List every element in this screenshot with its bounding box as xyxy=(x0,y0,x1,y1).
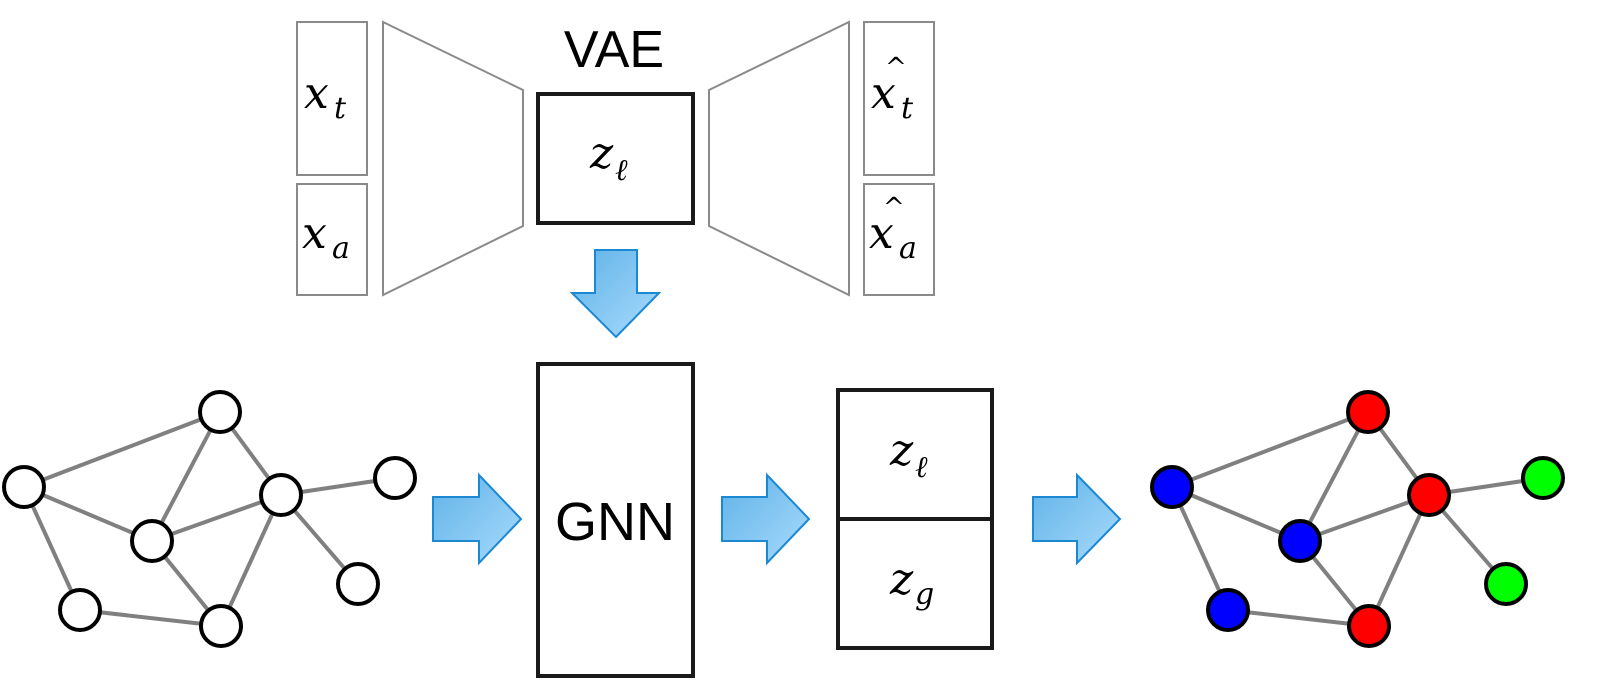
svg-text:x: x xyxy=(302,208,327,259)
embedding-label-zl: z ℓ xyxy=(889,425,928,485)
input-graph-node-unlabeled xyxy=(336,562,380,606)
output-label-xa-hat: x a ^ xyxy=(869,193,917,266)
input-graph-edge xyxy=(22,485,82,612)
output-graph-node-blue xyxy=(1206,588,1250,632)
input-graph-edge xyxy=(22,485,154,543)
output-graph-edge xyxy=(1298,410,1370,543)
input-box-audio xyxy=(296,183,368,296)
input-graph-edge xyxy=(150,410,222,543)
input-graph-node-unlabeled xyxy=(199,604,243,648)
svg-text:z: z xyxy=(889,425,914,476)
input-graph-node-unlabeled xyxy=(130,519,174,563)
embedding-block: z ℓ z g xyxy=(836,388,994,650)
input-label-xt: x t xyxy=(304,68,347,126)
svg-text:a: a xyxy=(332,231,350,266)
hat-accent: ^ xyxy=(885,53,907,83)
gnn-box xyxy=(536,362,695,678)
right-arrow-icon xyxy=(1032,472,1122,566)
output-graph xyxy=(1150,390,1565,648)
input-graph-node-unlabeled xyxy=(2,465,46,509)
input-graph-node-unlabeled xyxy=(58,588,102,632)
svg-text:ℓ: ℓ xyxy=(615,153,628,188)
input-graph-node-unlabeled xyxy=(373,456,417,500)
output-graph-node-blue xyxy=(1278,519,1322,563)
output-box-text xyxy=(863,21,935,176)
svg-text:t: t xyxy=(901,91,914,126)
input-graph-edge xyxy=(150,493,283,543)
input-graph-edge xyxy=(219,493,283,628)
svg-text:x: x xyxy=(871,68,896,119)
down-arrow-icon xyxy=(569,249,662,339)
input-graph xyxy=(2,390,417,648)
right-arrow-icon xyxy=(721,472,811,566)
output-graph-edge xyxy=(1170,485,1230,612)
input-graph-node-unlabeled xyxy=(198,390,242,434)
right-arrow-icon xyxy=(432,472,523,566)
output-graph-node-red xyxy=(1346,390,1390,434)
svg-text:x: x xyxy=(869,208,894,259)
svg-text:a: a xyxy=(899,231,917,266)
output-graph-edge xyxy=(1367,493,1431,628)
input-label-xa: x a xyxy=(302,208,350,266)
latent-label-zl: z ℓ xyxy=(589,128,628,188)
output-graph-edge xyxy=(1170,485,1302,543)
encoder-trapezoid xyxy=(382,20,524,297)
gnn-block: GNN xyxy=(536,362,695,678)
output-graph-edge xyxy=(1298,493,1431,543)
svg-text:ℓ: ℓ xyxy=(915,450,928,485)
vae-block: VAE x t x a z ℓ x t ^ x xyxy=(296,20,935,297)
input-graph-edge xyxy=(22,410,222,489)
output-label-xt-hat: x t ^ xyxy=(871,53,914,126)
output-box-audio xyxy=(863,183,935,296)
output-graph-node-green xyxy=(1484,562,1528,606)
vae-title: VAE xyxy=(564,21,664,79)
global-embedding-box xyxy=(836,517,994,650)
svg-text:z: z xyxy=(589,128,614,179)
local-embedding-box xyxy=(836,388,994,521)
output-graph-node-green xyxy=(1521,456,1565,500)
input-graph-node-unlabeled xyxy=(259,473,303,517)
svg-text:t: t xyxy=(334,91,347,126)
svg-text:g: g xyxy=(915,577,934,612)
output-graph-edge xyxy=(1226,608,1371,628)
output-graph-node-blue xyxy=(1150,465,1194,509)
input-graph-edge xyxy=(78,608,223,628)
embedding-label-zg: z g xyxy=(889,554,934,612)
hat-accent: ^ xyxy=(883,193,905,223)
svg-text:z: z xyxy=(889,554,914,605)
output-graph-node-red xyxy=(1407,473,1451,517)
decoder-trapezoid xyxy=(708,20,850,297)
input-box-text xyxy=(296,21,368,176)
latent-box xyxy=(536,92,695,225)
output-graph-node-red xyxy=(1347,604,1391,648)
output-graph-edge xyxy=(1170,410,1370,489)
gnn-label: GNN xyxy=(555,492,675,552)
svg-text:x: x xyxy=(304,68,329,119)
